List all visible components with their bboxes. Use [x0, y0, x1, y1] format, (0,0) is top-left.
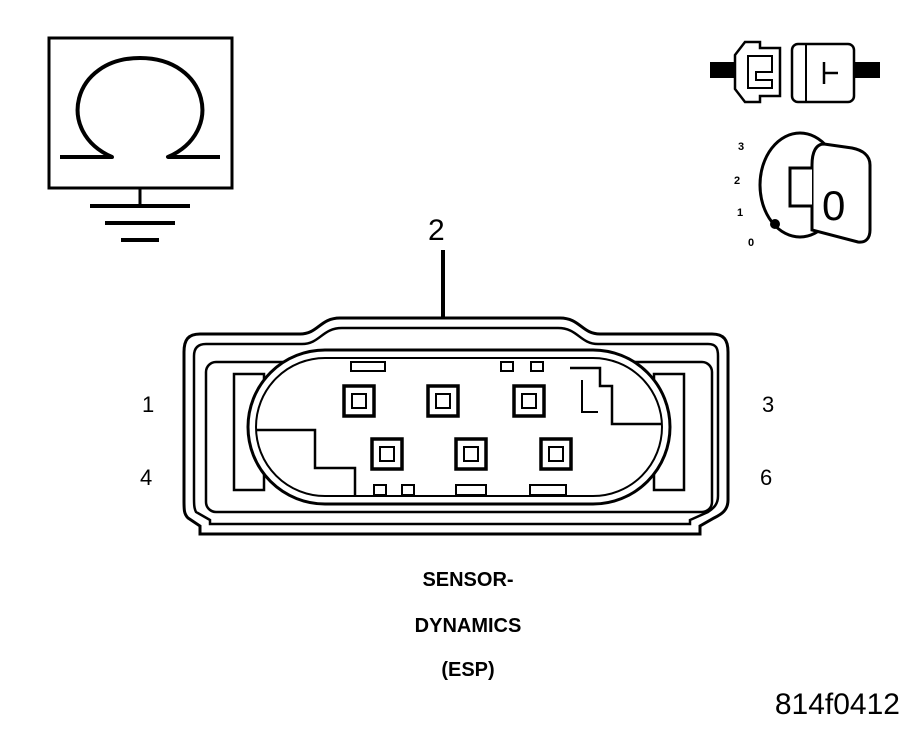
terminal-cavity-1: [342, 384, 376, 418]
caption-line-2: DYNAMICS: [415, 615, 522, 637]
pin-label-1: 1: [142, 392, 154, 417]
ohmmeter-to-ground-icon: [47, 36, 234, 242]
callout-pin-number: 2: [428, 214, 445, 247]
terminal-cavity-6: [539, 437, 573, 471]
terminal-cavity-5: [454, 437, 488, 471]
figure-id: 814f0412: [775, 688, 900, 721]
terminal-cavity-2: [426, 384, 460, 418]
ignition-key-icon: 3 2 1 0 0: [734, 131, 872, 249]
pin-label-3: 3: [762, 392, 774, 417]
ignition-position-2: 2: [734, 175, 740, 187]
pin-label-4: 4: [140, 465, 152, 490]
connector-face: [182, 316, 730, 536]
ignition-key-symbol: 0: [822, 182, 845, 229]
terminal-cavity-3: [512, 384, 546, 418]
terminal-cavity-4: [370, 437, 404, 471]
ignition-position-0: 0: [748, 237, 754, 249]
ignition-position-3: 3: [738, 141, 744, 153]
connector-disconnected-icon: [710, 40, 880, 104]
caption-line-3: (ESP): [441, 659, 494, 681]
ignition-position-1: 1: [737, 207, 743, 219]
pin-label-6: 6: [760, 465, 772, 490]
caption-line-1: SENSOR-: [422, 569, 513, 591]
